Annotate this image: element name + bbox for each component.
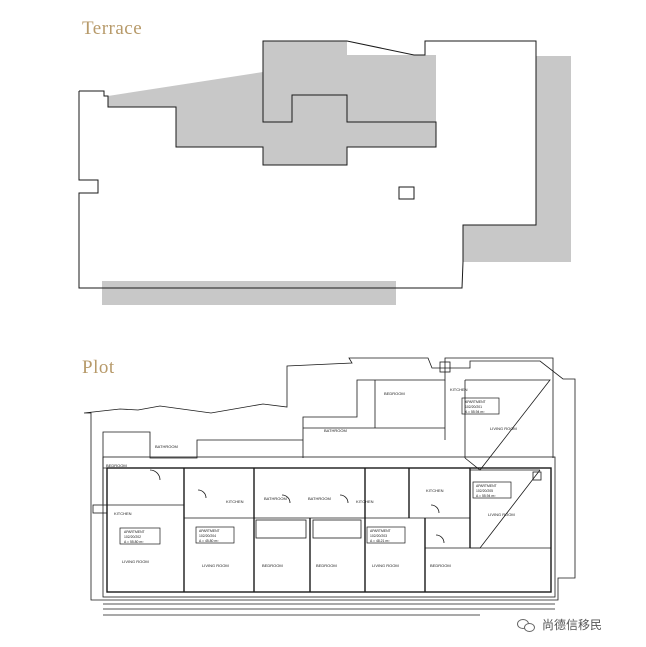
room-labels: BEDROOM BATHROOM LIVING ROOM KITCHEN BED…: [106, 387, 517, 568]
right-diagonal-2: [470, 469, 541, 549]
apt5-name: APARTMENT: [476, 484, 497, 488]
terrace-outline: [78, 40, 537, 289]
bedroom-label-3: BEDROOM: [262, 563, 283, 568]
apt2-box: [195, 526, 235, 544]
living-room-label-2: LIVING ROOM: [202, 563, 229, 568]
terrace-shade-upper: [108, 41, 436, 165]
fixture-2: [439, 361, 451, 373]
plot-inner-frame: [106, 467, 552, 593]
apt1-area: A = 55.80 m²: [124, 540, 144, 544]
apt5-box: [472, 481, 512, 499]
door-swing-1: [149, 469, 161, 481]
apt3-name: APARTMENT: [370, 529, 391, 533]
door-swing-2: [197, 489, 207, 499]
apt3-box: [366, 526, 406, 544]
fixture-3: [532, 471, 542, 481]
apt2-area: A = 45.80 m²: [199, 539, 219, 543]
terrace-title: Terrace: [82, 18, 143, 39]
apt4-ref: 102/20/201: [465, 405, 482, 409]
fixture-1: [92, 504, 108, 514]
kitchen-label-2: KITCHEN: [226, 499, 244, 504]
watermark-text: 尚德信移民: [541, 618, 602, 632]
terrace-shade-right: [463, 56, 571, 262]
apt3-area: A = 48.21 m²: [370, 539, 390, 543]
bedroom-label-upper: BEDROOM: [384, 391, 405, 396]
kitchen-label-3: KITCHEN: [356, 499, 374, 504]
door-swing-6: [435, 534, 445, 544]
plot-title: Plot: [82, 357, 115, 378]
terrace-skylight: [398, 186, 415, 200]
plot-upper-wing: [302, 357, 554, 458]
apt4-box: [461, 397, 500, 415]
apt4-area: A = 55.94 m²: [465, 410, 485, 414]
apt2-name: APARTMENT: [199, 529, 220, 533]
apt2-ref: 102/20/204: [199, 534, 216, 538]
bathroom-label-3: BATHROOM: [308, 496, 331, 501]
bedroom-label-5: BEDROOM: [430, 563, 451, 568]
kitchen-label-upper: KITCHEN: [450, 387, 468, 392]
apt3-ref: 102/20/203: [370, 534, 387, 538]
apt1-ref: 102/20/202: [124, 535, 141, 539]
terrace-shade-bottom: [102, 281, 396, 305]
apt5-area: A = 55.94 m²: [476, 494, 496, 498]
plot-main-block: [102, 456, 556, 598]
bathroom-label-left: BATHROOM: [155, 444, 178, 449]
apt1-name: APARTMENT: [124, 530, 145, 534]
upper-diagonal: [464, 379, 551, 471]
watermark: 尚德信移民: [516, 616, 602, 633]
living-room-label-3: LIVING ROOM: [372, 563, 399, 568]
bedroom-label-left: BEDROOM: [106, 463, 127, 468]
bedroom-label-4: BEDROOM: [316, 563, 337, 568]
apt5-ref: 102/20/205: [476, 489, 493, 493]
door-swing-3: [281, 494, 291, 504]
plot-outer-outline: [83, 357, 576, 601]
door-swing-5: [430, 504, 440, 514]
living-room-label-1: LIVING ROOM: [122, 559, 149, 564]
fixture-5: [312, 519, 362, 539]
fixture-4: [255, 519, 307, 539]
plot-plan: [83, 357, 576, 616]
bathroom-label-2: BATHROOM: [264, 496, 287, 501]
wechat-icon: [516, 618, 537, 632]
kitchen-label-4: KITCHEN: [426, 488, 444, 493]
apt4-name: APARTMENT: [465, 400, 486, 404]
apt1-box: [119, 527, 161, 545]
living-room-label-4: LIVING ROOM: [488, 512, 515, 517]
bathroom-label-upper: BATHROOM: [324, 428, 347, 433]
plot-left-wing: [102, 431, 303, 504]
door-swing-4: [339, 494, 349, 504]
terrace-plan: [78, 40, 571, 305]
apartment-labels: APARTMENT 102/20/202 A = 55.80 m² APARTM…: [124, 400, 497, 544]
living-room-label-upper: LIVING ROOM: [490, 426, 517, 431]
kitchen-label-1: KITCHEN: [114, 511, 132, 516]
